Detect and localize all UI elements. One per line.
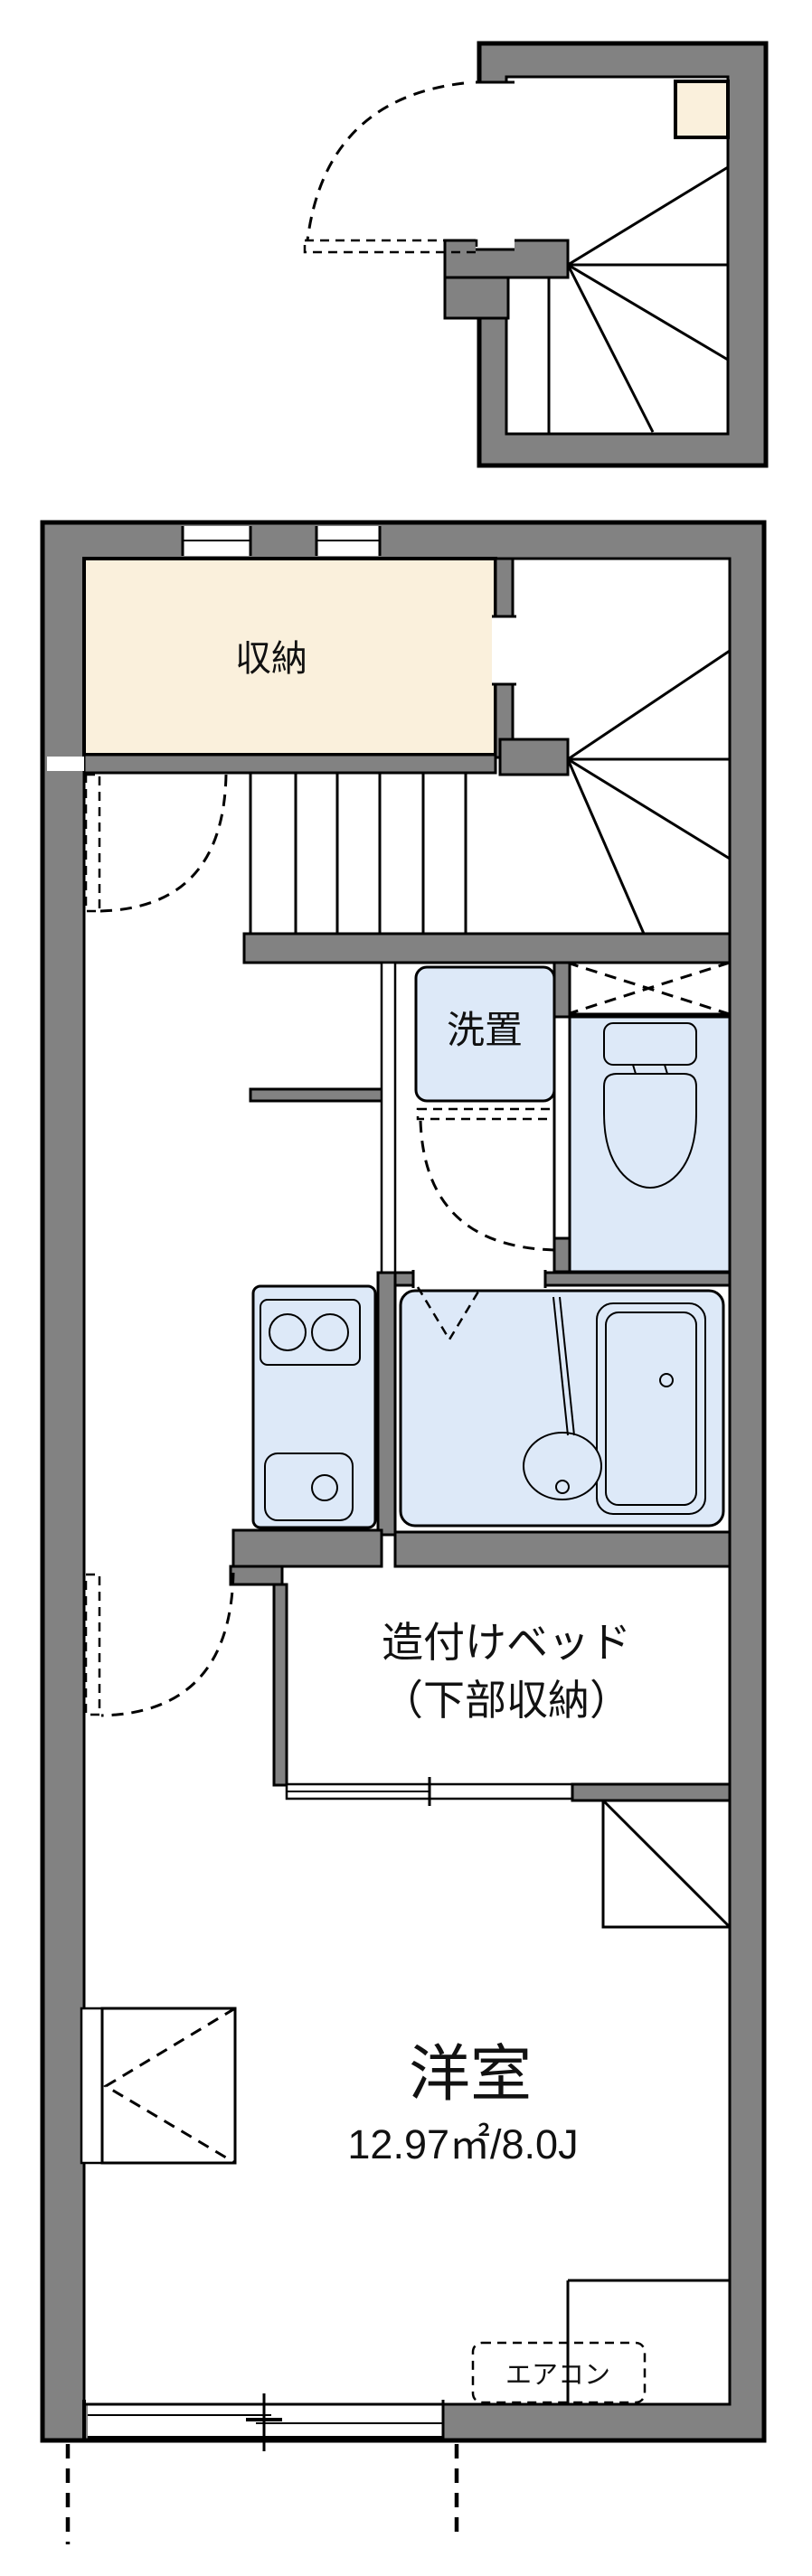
window-top-2 bbox=[315, 526, 382, 556]
bathtub-inner bbox=[605, 1312, 697, 1506]
left-casement-window bbox=[80, 2007, 237, 2165]
entry-door-swing-upper bbox=[303, 81, 478, 254]
bed-label-2: （下部収納） bbox=[382, 1677, 631, 1724]
hall-door-swing bbox=[84, 773, 228, 913]
main-room-label: 洋室 bbox=[409, 2040, 532, 2109]
stair-landing-shelf bbox=[674, 80, 730, 139]
stair-treads-straight bbox=[249, 773, 467, 934]
washbasin bbox=[523, 1432, 602, 1500]
basin-drain bbox=[555, 1480, 570, 1494]
window-top-1 bbox=[181, 526, 252, 556]
wall-below-kitchen bbox=[231, 1528, 383, 1568]
washer-label: 洗置 bbox=[447, 1009, 523, 1051]
room-main: 洋室 12.97㎡/8.0J エアコン bbox=[80, 2007, 730, 2404]
kitchen bbox=[251, 1284, 377, 1529]
burner-left bbox=[269, 1313, 307, 1351]
built-in-bed: 造付けベッド （下部収納） bbox=[272, 1583, 732, 1929]
partition-kitchen-bath bbox=[376, 1271, 397, 1537]
partition-hall-washroom bbox=[380, 961, 397, 1274]
toilet-fixture bbox=[603, 1022, 697, 1189]
winder-treads-upper bbox=[547, 165, 729, 434]
main-room-door-swing bbox=[84, 1572, 235, 1717]
wall-below-stairs bbox=[242, 932, 732, 964]
bed-label-1: 造付けベッド bbox=[382, 1619, 631, 1666]
stove bbox=[260, 1299, 361, 1366]
storage-side-wall bbox=[492, 557, 516, 759]
wall-below-bath bbox=[393, 1530, 732, 1568]
aircon-label: エアコン bbox=[505, 2361, 610, 2390]
stair-newel-main bbox=[498, 738, 570, 776]
sink bbox=[264, 1453, 354, 1521]
storage-label: 収納 bbox=[235, 639, 307, 679]
bath-folding-door bbox=[416, 1286, 483, 1342]
bottom-sliding-window bbox=[82, 2393, 445, 2451]
main-unit: 収納 bbox=[40, 520, 767, 2544]
wall-below-storage bbox=[82, 753, 497, 775]
aircon-marker: エアコン bbox=[471, 2341, 647, 2404]
room-toilet bbox=[552, 961, 732, 1274]
hall-stub-wall bbox=[249, 1087, 386, 1103]
washroom-doorway bbox=[413, 1270, 545, 1288]
upper-stairwell bbox=[303, 41, 769, 468]
overhead-cabinet bbox=[565, 961, 732, 1016]
wall-notch bbox=[229, 1565, 284, 1586]
corner-counter bbox=[601, 1799, 732, 1929]
stair-newel-upper bbox=[443, 239, 570, 279]
left-wall-notch bbox=[47, 757, 84, 771]
main-room-area: 12.97㎡/8.0J bbox=[347, 2121, 578, 2167]
boundary-dashed-lines bbox=[65, 2444, 459, 2544]
bath-counter-line bbox=[552, 1296, 575, 1436]
bathtub-drain bbox=[659, 1373, 674, 1387]
sink-drain bbox=[311, 1474, 338, 1501]
room-washer: 洗置 bbox=[414, 965, 556, 1103]
burner-right bbox=[311, 1313, 349, 1351]
winder-treads-main bbox=[566, 649, 731, 935]
bottom-right-counter bbox=[566, 2279, 730, 2404]
doorway-opening bbox=[476, 82, 515, 249]
bathroom bbox=[399, 1286, 725, 1528]
room-storage: 収納 bbox=[82, 557, 497, 757]
